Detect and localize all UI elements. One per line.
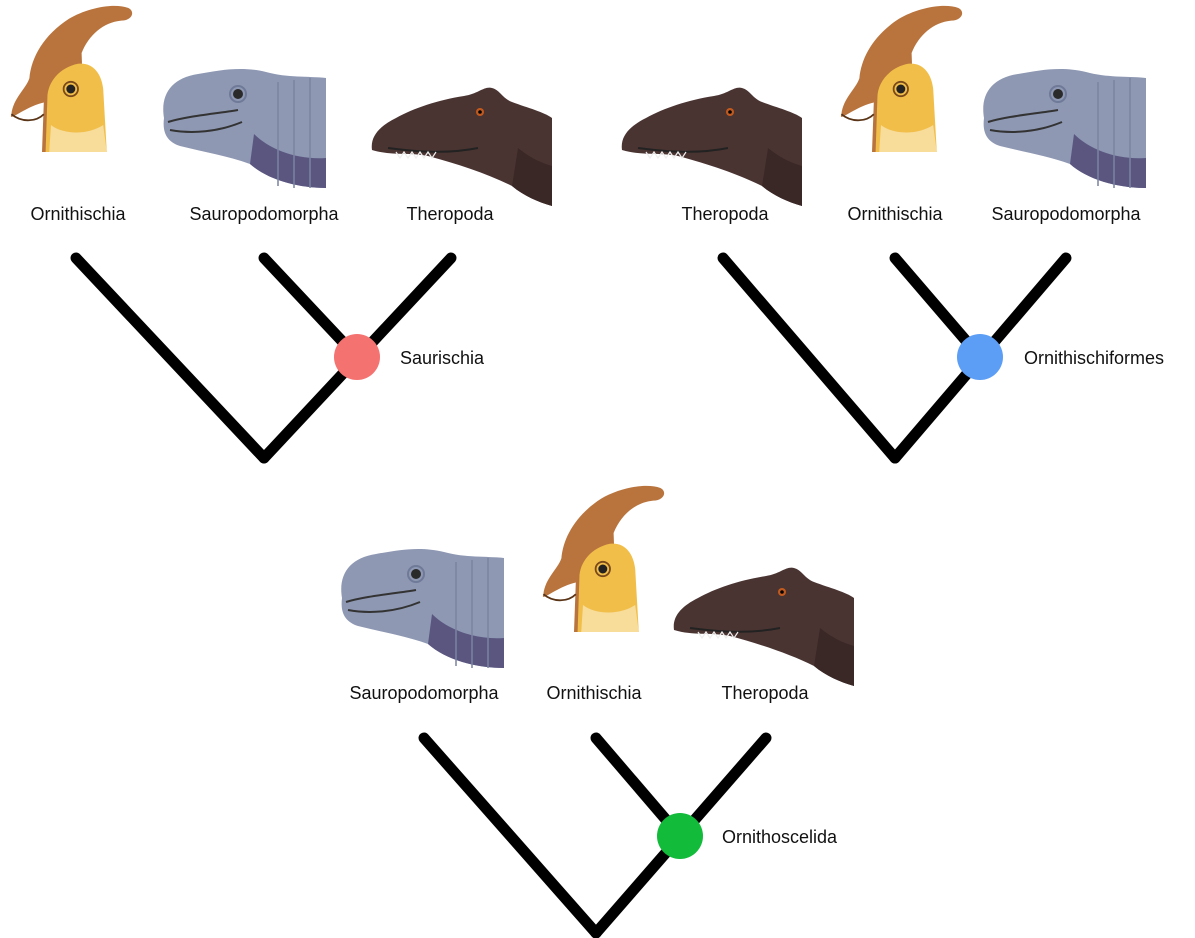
hadrosaur-head-icon <box>841 6 962 152</box>
tree-ornithischiformes: Theropoda Ornithischia Sauropodomorpha O… <box>622 6 1164 458</box>
taxon-label: Sauropodomorpha <box>991 204 1141 224</box>
tree-saurischia: Ornithischia Sauropodomorpha Theropoda S… <box>11 6 552 458</box>
taxon-label: Ornithischia <box>847 204 943 224</box>
hadrosaur-head-icon <box>543 486 664 632</box>
taxon-label: Theropoda <box>406 204 494 224</box>
theropod-head-icon <box>674 568 854 686</box>
clade-label: Saurischia <box>400 348 485 368</box>
sauropod-head-icon <box>163 69 326 188</box>
clade-label: Ornithischiformes <box>1024 348 1164 368</box>
hadrosaur-head-icon <box>11 6 132 152</box>
taxon-label: Sauropodomorpha <box>349 683 499 703</box>
tree-ornithoscelida: Sauropodomorpha Ornithischia Theropoda O… <box>341 486 854 933</box>
branch-line <box>76 258 264 458</box>
clade-label: Ornithoscelida <box>722 827 838 847</box>
theropod-head-icon <box>622 88 802 206</box>
taxon-label: Sauropodomorpha <box>189 204 339 224</box>
branch-line <box>723 258 895 458</box>
clade-node-ornithischiformes <box>957 334 1003 380</box>
branch-line <box>424 738 596 933</box>
clade-node-ornithoscelida <box>657 813 703 859</box>
taxon-label: Ornithischia <box>546 683 642 703</box>
sauropod-head-icon <box>983 69 1146 188</box>
clade-node-saurischia <box>334 334 380 380</box>
taxon-label: Theropoda <box>721 683 809 703</box>
theropod-head-icon <box>372 88 552 206</box>
taxon-label: Theropoda <box>681 204 769 224</box>
taxon-label: Ornithischia <box>30 204 126 224</box>
sauropod-head-icon <box>341 549 504 668</box>
